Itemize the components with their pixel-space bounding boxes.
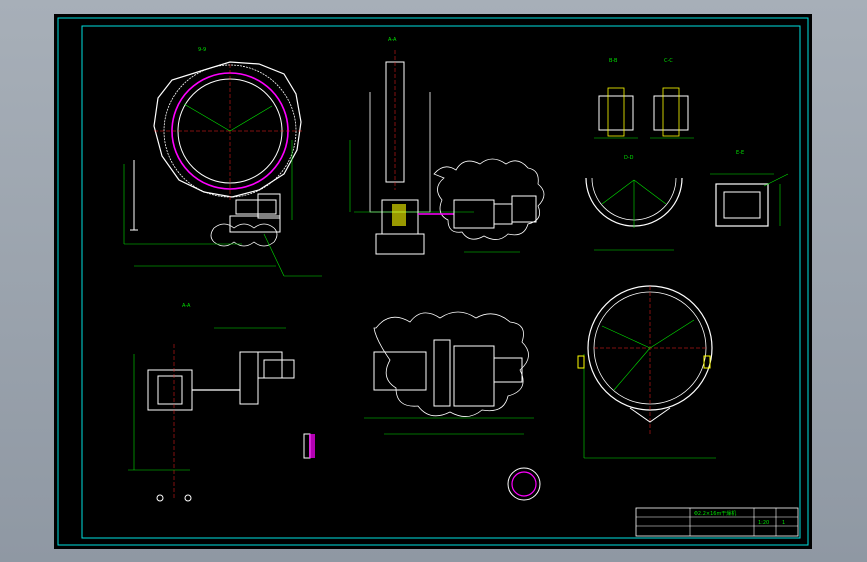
ring-section-view: 9-9 xyxy=(123,47,322,277)
ring-view-label: 9-9 xyxy=(198,47,206,53)
section-d-label: D-D xyxy=(624,155,634,161)
section-b-label: B-B xyxy=(609,58,618,64)
cad-drawing-sheet[interactable]: 9-9 xyxy=(54,14,812,549)
section-details: B-B C-C D-D E-E xyxy=(585,58,789,251)
drawing-canvas: 9-9 xyxy=(57,17,809,546)
title-block: Φ2.2×16m干燥机 1:20 1 xyxy=(635,507,799,537)
outer-frame xyxy=(57,17,809,546)
drive-elevation-view xyxy=(364,311,541,501)
plan-view-label: A-A xyxy=(182,303,191,309)
section-e-label: E-E xyxy=(736,150,744,156)
title-block-scale: 1:20 xyxy=(758,520,769,526)
plan-view: A-A xyxy=(128,303,315,502)
shaft-elevation-view: A-A xyxy=(349,37,545,255)
title-block-sheet: 1 xyxy=(782,520,785,526)
title-block-title: Φ2.2×16m干燥机 xyxy=(694,510,736,517)
shaft-view-label: A-A xyxy=(388,37,397,43)
circle-section-view xyxy=(577,285,716,459)
section-c-label: C-C xyxy=(664,58,673,64)
inner-frame xyxy=(81,25,801,539)
